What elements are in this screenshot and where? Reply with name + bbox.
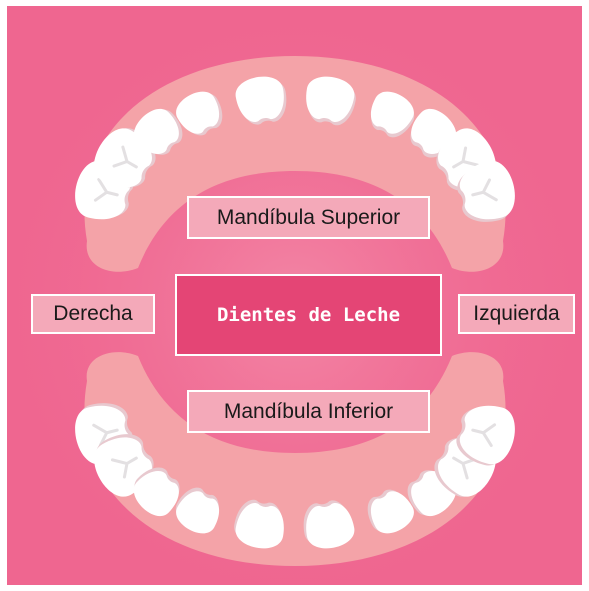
upper-jaw-label: Mandíbula Superior bbox=[187, 196, 430, 239]
lower-molar-tooth bbox=[456, 405, 515, 466]
lower-canine-tooth bbox=[133, 467, 180, 517]
upper-molar-tooth bbox=[457, 160, 515, 222]
right-side-label: Derecha bbox=[31, 294, 155, 334]
upper-lateral-incisor-tooth bbox=[176, 91, 223, 136]
lower-jaw-label: Mandíbula Inferior bbox=[187, 390, 430, 433]
upper-teeth bbox=[75, 76, 515, 222]
diagram-title: Dientes de Leche bbox=[175, 274, 442, 356]
upper-central-incisor-tooth bbox=[306, 76, 356, 126]
upper-canine-tooth bbox=[133, 108, 183, 155]
lower-lateral-incisor-tooth bbox=[367, 489, 414, 534]
diagram-frame: Mandíbula Superior Mandíbula Inferior De… bbox=[7, 6, 582, 585]
lower-central-incisor-tooth bbox=[234, 499, 284, 549]
left-side-label: Izquierda bbox=[458, 294, 575, 334]
lower-teeth bbox=[75, 403, 515, 549]
lower-central-incisor-tooth bbox=[303, 500, 355, 549]
upper-lateral-incisor-tooth bbox=[370, 91, 415, 138]
lower-lateral-incisor-tooth bbox=[175, 487, 220, 534]
upper-central-incisor-tooth bbox=[235, 76, 287, 125]
